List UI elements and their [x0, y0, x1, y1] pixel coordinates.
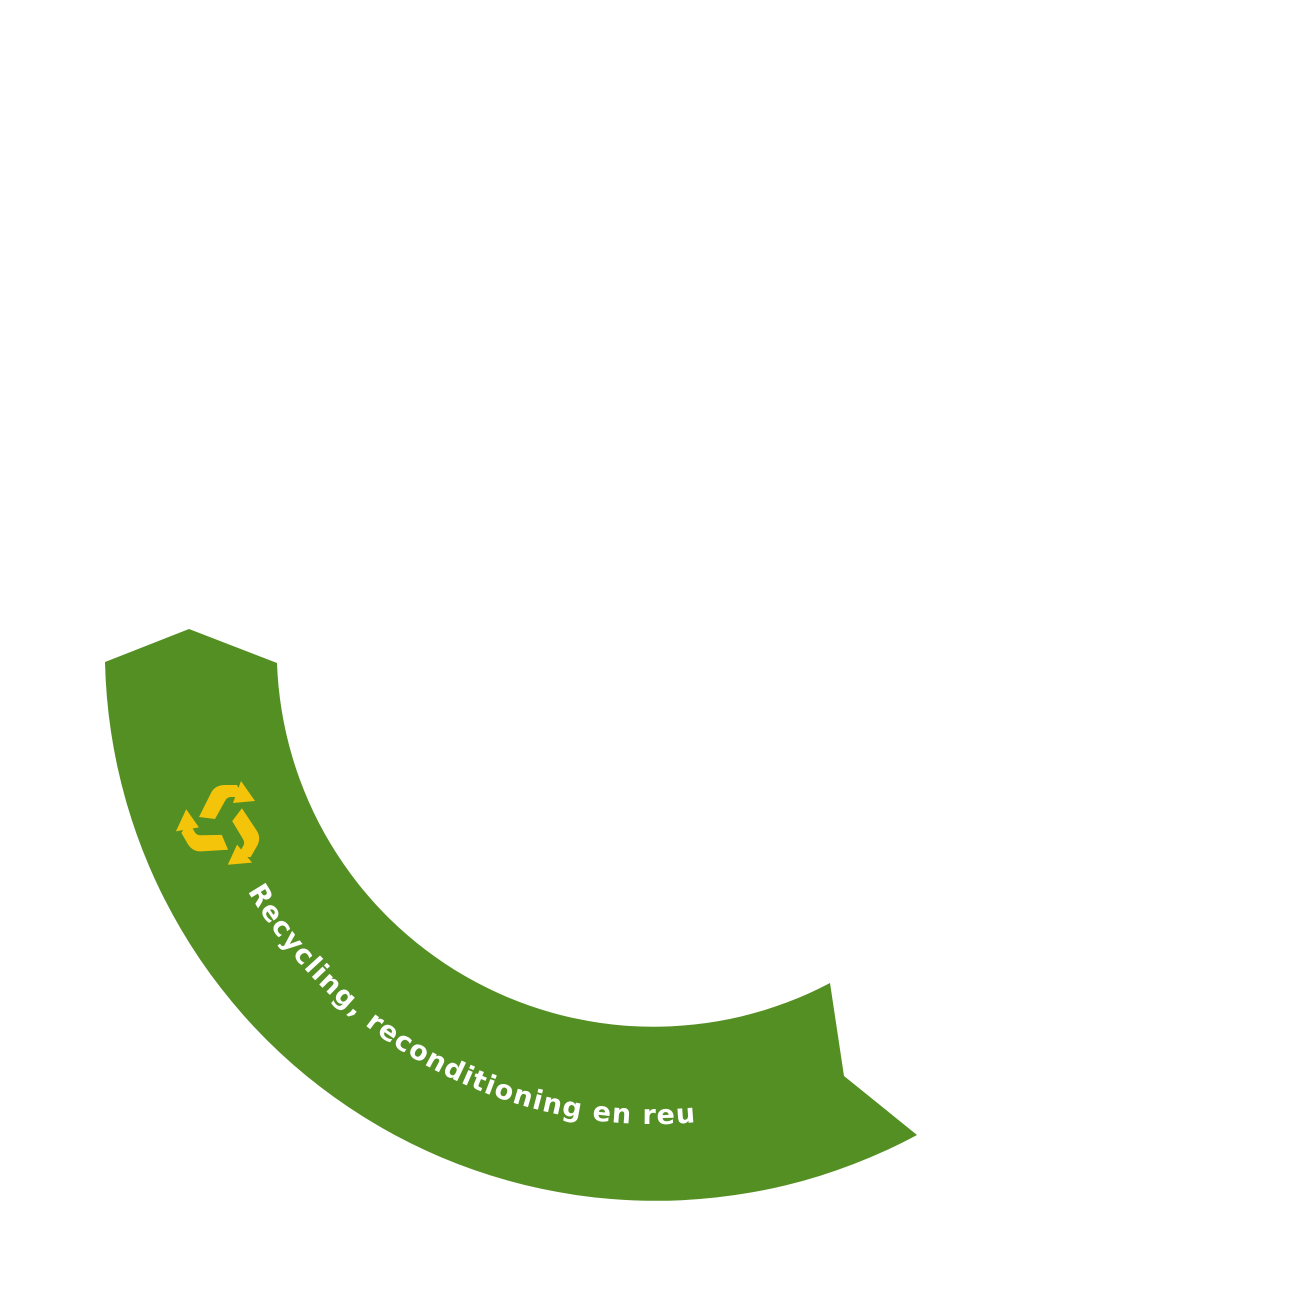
recycle-icon	[175, 781, 260, 865]
recycling-segment-band	[105, 629, 917, 1201]
